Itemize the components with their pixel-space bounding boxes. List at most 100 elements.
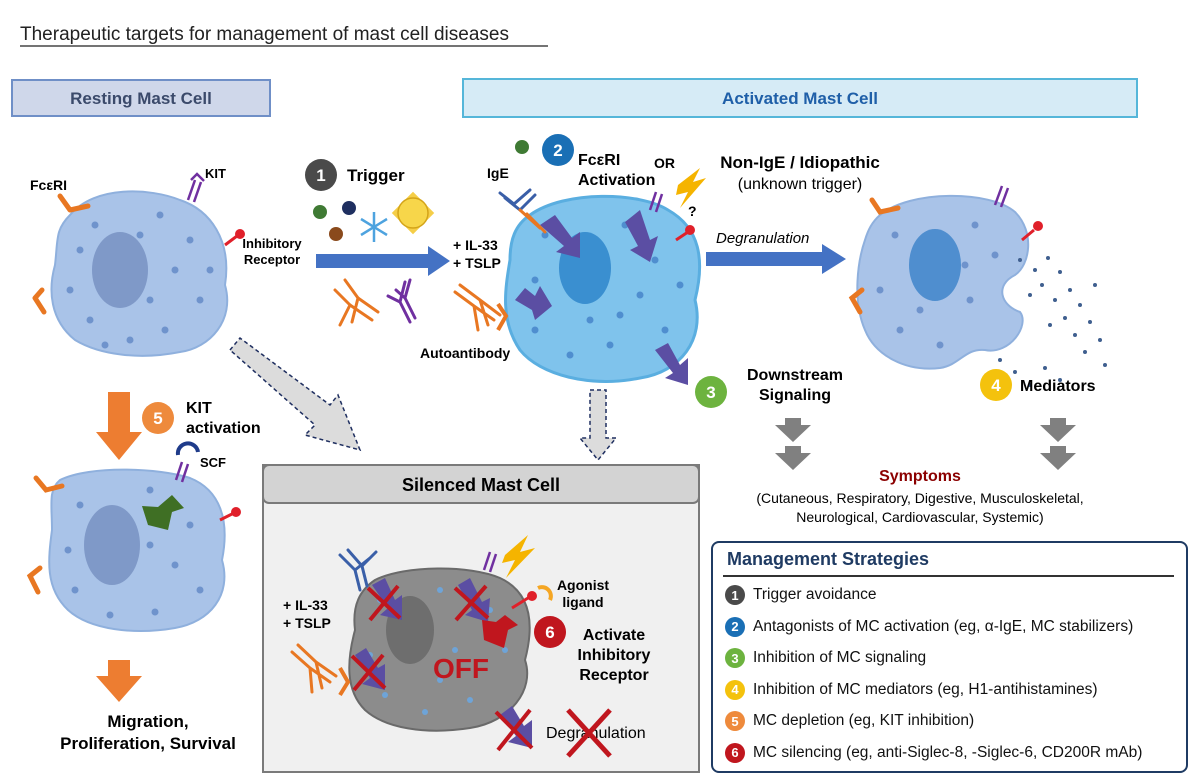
management-strategies-box: Management Strategies 1 Trigger avoidance…: [711, 541, 1188, 773]
dashed-arrow-to-silenced: [578, 389, 618, 462]
silenced-degranulation-label: Degranulation: [546, 725, 646, 742]
fceri-receptor: [848, 287, 865, 315]
silenced-header-box: [262, 464, 700, 504]
kit-label: KIT: [205, 166, 226, 181]
resting-header: Resting Mast Cell: [70, 89, 212, 108]
autoantibody-label: Autoantibody: [420, 345, 510, 361]
or-label: OR: [654, 155, 675, 171]
ige-antibody-icon: [498, 188, 547, 234]
step-5-badge: [142, 402, 174, 434]
degranulated-mast-cell: [856, 194, 1107, 387]
allergen-icon: [515, 140, 529, 154]
inhibitory-receptor-icon: [224, 229, 245, 247]
migration-label: Migration,Proliferation, Survival: [60, 712, 236, 753]
fceri-receptor: [338, 667, 351, 697]
resting-mast-cell: [50, 190, 229, 357]
step-6-badge: [534, 616, 566, 648]
step-4-badge: [980, 369, 1012, 401]
silenced-mast-cell: [348, 567, 531, 732]
ige-label: IgE: [487, 165, 509, 181]
symptoms-list: (Cutaneous, Respiratory, Digestive, Musc…: [756, 490, 1083, 525]
activation-arrow: [625, 210, 658, 262]
strategy-text: MC depletion (eg, KIT inhibition): [753, 712, 975, 729]
inhibitory-receptor-icon: [675, 225, 695, 242]
non-ige-label: Non-IgE / Idiopathic: [720, 153, 880, 172]
activated-header: Activated Mast Cell: [722, 89, 878, 108]
strategy-number-badge: 4: [725, 679, 745, 700]
management-title: Management Strategies: [727, 549, 930, 569]
silenced-header: Silenced Mast Cell: [402, 475, 560, 495]
autoantibody-icon: [290, 643, 338, 694]
inhibitory-receptor-icon: [1021, 221, 1043, 242]
strategy-text: Trigger avoidance: [753, 586, 877, 603]
kit-activated-mast-cell: [48, 468, 226, 632]
lightning-icon: [502, 535, 535, 578]
trigger-arrow: [316, 246, 450, 276]
figure-title: Therapeutic targets for management of ma…: [20, 24, 509, 45]
fceri-receptor: [33, 475, 65, 493]
antibody-icon: [333, 278, 417, 327]
il33-tslp-label: + IL-33+ TSLP: [453, 237, 501, 271]
kit-receptor-icon: [186, 172, 205, 203]
kit-receptor-icon: [648, 191, 664, 213]
activated-header-box: [462, 78, 1138, 118]
symptoms-title: Symptoms: [879, 468, 961, 485]
fceri-receptor: [869, 197, 901, 215]
autoantibody-icon: [453, 283, 502, 332]
management-divider: [723, 575, 1174, 577]
resting-header-box: [11, 79, 271, 117]
strategy-item: 1 Trigger avoidance: [725, 583, 877, 607]
strategy-item: 6 MC silencing (eg, anti-Siglec-8, -Sigle…: [725, 741, 1142, 765]
strategy-number-badge: 6: [725, 742, 745, 763]
degranulation-label: Degranulation: [716, 230, 809, 247]
strategy-item: 5 MC depletion (eg, KIT inhibition): [725, 709, 974, 733]
step-3-number: 3: [706, 383, 715, 402]
scf-ligand-icon: [175, 441, 200, 456]
inhibitory-receptor-icon: [219, 507, 241, 522]
mediators-label: Mediators: [1020, 378, 1096, 395]
strategy-number-badge: 2: [725, 616, 745, 637]
strategy-number-badge: 1: [725, 585, 745, 605]
step-1-number: 1: [316, 166, 325, 185]
strategy-text: Inhibition of MC signaling: [753, 649, 927, 666]
step-1-badge: [305, 159, 337, 191]
step-2-number: 2: [553, 141, 562, 160]
step-4-number: 4: [991, 376, 1001, 395]
strategy-number-badge: 5: [725, 711, 745, 731]
kit-receptor-icon: [174, 461, 190, 483]
blocked-degranulation-x: [566, 708, 612, 758]
off-label: OFF: [433, 653, 489, 684]
agonist-ligand-icon: [537, 585, 553, 601]
blocked-activation-icon: [453, 578, 490, 622]
blocked-activation-icon: [366, 578, 402, 622]
kit-receptor-icon: [993, 185, 1010, 208]
ige-antibody-icon: [338, 548, 378, 592]
degranulation-arrow: [706, 244, 846, 274]
kit-receptor-icon: [482, 551, 498, 573]
step-3-badge: [695, 376, 727, 408]
trigger-label: Trigger: [347, 166, 405, 185]
fceri-receptor: [57, 193, 91, 213]
activation-arrow: [515, 286, 552, 320]
step-5-number: 5: [153, 409, 162, 428]
fceri-receptor: [32, 287, 47, 315]
strategy-text: Inhibition of MC mediators (eg, H1-antih…: [753, 680, 1098, 698]
question-mark: ?: [688, 203, 697, 219]
fceri-receptor: [496, 302, 509, 331]
strategy-text: Antagonists of MC activation (eg, α-IgE,…: [753, 617, 1134, 635]
step-2-badge: [542, 134, 574, 166]
off-signal-arrow: [482, 615, 518, 648]
strategy-item: 2 Antagonists of MC activation (eg, α-IgE…: [725, 615, 1133, 639]
fceri-receptor: [26, 565, 43, 595]
dashed-arrow-to-silenced: [228, 336, 362, 452]
strategy-text: MC silencing (eg, anti-Siglec-8, -Siglec…: [753, 743, 1143, 761]
strategy-item: 4 Inhibition of MC mediators (eg, H1-anti…: [725, 678, 1098, 702]
